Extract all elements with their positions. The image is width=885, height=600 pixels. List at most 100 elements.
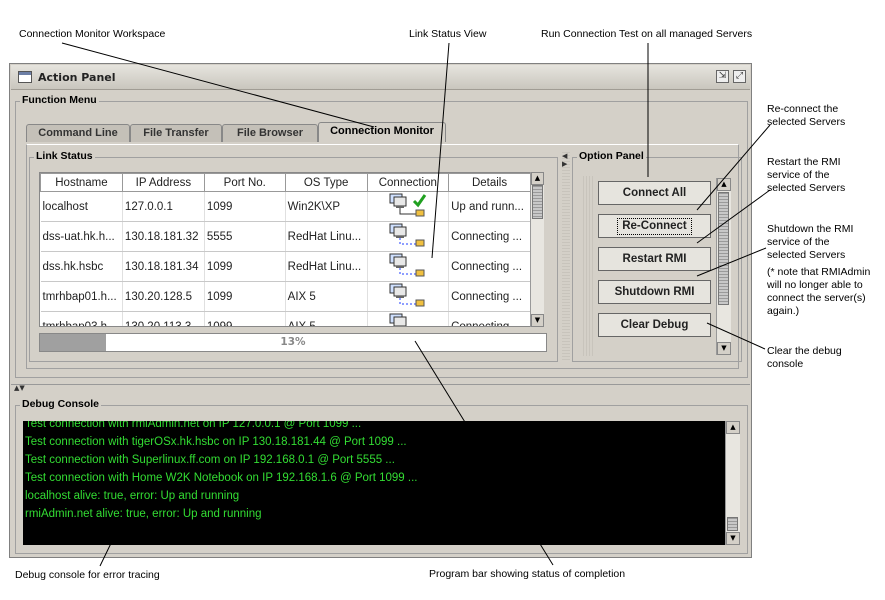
tab-command-line[interactable]: Command Line [26, 124, 130, 142]
cell-details: Connecting ... [448, 281, 531, 312]
cell-ip: 130.18.181.32 [122, 221, 205, 252]
table-scrollbar[interactable]: ▲ ▼ [530, 172, 544, 327]
cell-hostname: tmrhbap01.h... [40, 281, 123, 312]
connect-all-button[interactable]: Connect All [598, 181, 711, 205]
option-panel-label: Option Panel [577, 150, 646, 162]
scroll-down-icon[interactable]: ▼ [726, 532, 740, 545]
connection-pending-icon [389, 223, 425, 247]
panel-divider[interactable]: ▲▼ [11, 384, 750, 393]
splitter[interactable]: ◀▶ [562, 152, 570, 360]
reconnect-label: Re-Connect [617, 218, 692, 235]
cell-connection [367, 251, 450, 282]
cell-os: RedHat Linu... [285, 251, 368, 282]
cell-details: Connecting ... [448, 221, 531, 252]
progress-bar: 13% [39, 333, 547, 352]
col-connection[interactable]: Connection [366, 173, 450, 192]
cell-ip: 130.20.113.3 [122, 311, 205, 326]
console-line: localhost alive: true, error: Up and run… [25, 490, 240, 502]
option-panel-gripper [583, 176, 593, 356]
console-line: Test connection with rmiAdmin.net on IP … [25, 421, 362, 430]
cell-port: 1099 [204, 311, 286, 326]
tab-connection-monitor[interactable]: Connection Monitor [318, 122, 446, 142]
maximize-icon[interactable]: ⤢ [733, 70, 746, 83]
console-scroll-thumb[interactable] [727, 517, 738, 531]
cell-hostname: dss-uat.hk.h... [40, 221, 123, 252]
table-scroll-thumb[interactable] [532, 185, 543, 219]
tab-file-transfer[interactable]: File Transfer [130, 124, 222, 142]
cell-ip: 130.20.128.5 [122, 281, 205, 312]
option-panel-group: Option Panel Connect All Re-Connect Rest… [572, 150, 742, 362]
title-bar: Action Panel ⇲ ⤢ [11, 65, 750, 90]
callout-program-bar: Program bar showing status of completion [429, 568, 626, 580]
console-scrollbar[interactable]: ▲ ▼ [725, 421, 740, 545]
callout-workspace: Connection Monitor Workspace [19, 28, 166, 40]
cell-hostname: tmrhbap03.h... [40, 311, 123, 326]
cell-ip: 127.0.0.1 [122, 191, 205, 222]
col-hostname[interactable]: Hostname [40, 173, 123, 192]
cell-hostname: dss.hk.hsbc [40, 251, 123, 282]
window-title: Action Panel [38, 71, 116, 84]
connection-pending-icon [389, 283, 425, 307]
console-line: rmiAdmin.net alive: true, error: Up and … [25, 508, 262, 520]
cell-connection [367, 311, 450, 326]
restart-rmi-button[interactable]: Restart RMI [598, 247, 711, 271]
minimize-icon[interactable]: ⇲ [716, 70, 729, 83]
debug-console-group: Debug Console Test connection with rmiAd… [15, 398, 748, 554]
tab-file-browser[interactable]: File Browser [222, 124, 318, 142]
console-line: Test connection with Superlinux.ff.com o… [25, 454, 395, 466]
col-port-no[interactable]: Port No. [203, 173, 286, 192]
col-os-type[interactable]: OS Type [284, 173, 368, 192]
scroll-down-icon[interactable]: ▼ [717, 342, 731, 355]
scroll-up-icon[interactable]: ▲ [726, 421, 740, 434]
cell-connection [367, 221, 450, 252]
cell-details: Up and runn... [448, 191, 531, 222]
scroll-up-icon[interactable]: ▲ [531, 172, 544, 185]
console-line: Test connection with Home W2K Notebook o… [25, 472, 418, 484]
reconnect-button[interactable]: Re-Connect [598, 214, 711, 238]
option-scrollbar[interactable]: ▲ ▼ [716, 178, 731, 355]
cell-os: AIX 5 [285, 281, 368, 312]
debug-console-output[interactable]: Test connection with rmiAdmin.net on IP … [23, 421, 725, 545]
clear-debug-button[interactable]: Clear Debug [598, 313, 711, 337]
callout-restart-rmi: Restart the RMI service of the selected … [767, 156, 846, 194]
scroll-down-icon[interactable]: ▼ [531, 314, 544, 327]
shutdown-rmi-button[interactable]: Shutdown RMI [598, 280, 711, 304]
col-ip-address[interactable]: IP Address [121, 173, 205, 192]
console-line: Test connection with tigerOSx.hk.hsbc on… [25, 436, 407, 448]
link-status-label: Link Status [34, 150, 95, 162]
cell-os: Win2K\XP [285, 191, 368, 222]
callout-debug-console: Debug console for error tracing [15, 569, 160, 581]
cell-details: Connecting ... [448, 251, 531, 282]
link-status-group: Link Status Hostname IP Address Port No.… [29, 150, 558, 362]
cell-os: RedHat Linu... [285, 221, 368, 252]
cell-connection [367, 281, 450, 312]
cell-port: 1099 [204, 251, 286, 282]
callout-run-test: Run Connection Test on all managed Serve… [541, 28, 753, 40]
cell-port: 1099 [204, 281, 286, 312]
connection-pending-icon [389, 253, 425, 277]
action-panel-window: Action Panel ⇲ ⤢ Function Menu Command L… [9, 63, 752, 558]
connection-pending-icon [389, 313, 407, 326]
option-scroll-thumb[interactable] [718, 192, 729, 305]
link-status-table: Hostname IP Address Port No. OS Type Con… [40, 173, 531, 326]
callout-shutdown-note: (* note that RMIAdmin will no longer abl… [767, 266, 871, 317]
debug-console-label: Debug Console [20, 398, 102, 410]
callout-reconnect: Re-connect the selected Servers [767, 103, 846, 128]
progress-text: 13% [280, 336, 306, 348]
cell-ip: 130.18.181.34 [122, 251, 205, 282]
function-menu-group: Function Menu Command Line File Transfer… [15, 94, 748, 378]
tab-strip: Command Line File Transfer File Browser … [26, 122, 726, 144]
cell-hostname: localhost [40, 191, 123, 222]
col-details[interactable]: Details [448, 173, 531, 192]
scroll-up-icon[interactable]: ▲ [717, 178, 731, 191]
callout-link-status-view: Link Status View [409, 28, 487, 40]
cell-connection [367, 191, 450, 222]
link-status-table-viewport: Hostname IP Address Port No. OS Type Con… [39, 172, 532, 327]
function-menu-label: Function Menu [20, 94, 99, 106]
cell-os: AIX 5 [285, 311, 368, 326]
